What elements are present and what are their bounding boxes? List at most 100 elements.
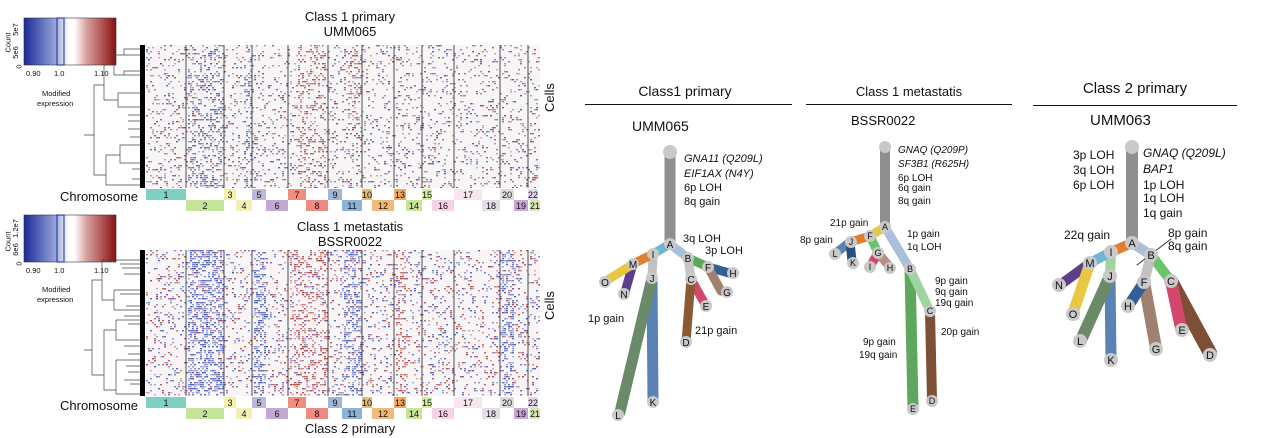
tree2-node-k-label: K (850, 258, 856, 268)
tree1-node-d (680, 336, 692, 348)
chromosome-label: 12 (378, 409, 388, 419)
chromosome-segment (432, 200, 454, 211)
tree3-node-b-label: B (1147, 250, 1154, 262)
panel1-cells-label: Cells (542, 83, 557, 112)
chromosome-segment (266, 200, 288, 211)
tree3-root-label-4: 1q LOH (1143, 191, 1184, 205)
tree1-branch-label-4: 21p gain (695, 325, 737, 337)
panel1-dendrogram (84, 48, 140, 186)
tree2-node-a (879, 221, 891, 233)
panel1-colorbar-ytick-bottom: 0 (14, 64, 24, 69)
tree2-node-c (924, 305, 936, 317)
tree3-node-j (1103, 269, 1117, 283)
tree1-root-node (663, 145, 677, 159)
tree1-node-l-label: L (615, 411, 621, 422)
tree2-branch-label-5: 9p gain (935, 276, 968, 287)
tree1-node-f-label: F (705, 263, 711, 274)
tree2-node-l (829, 248, 841, 260)
chromosome-label: 6 (274, 201, 279, 211)
panel2-title: Class 1 metastatis BSSR0022 (220, 219, 480, 249)
tree1-root-label-2: EIF1AX (N4Y) (684, 168, 754, 180)
chromosome-label: 8 (314, 201, 319, 211)
chromosome-label: 21 (530, 201, 540, 211)
tree1-node-h (727, 267, 739, 279)
tree1-node-j (646, 272, 658, 284)
tree1-title: Class1 primary (638, 83, 732, 99)
panel1-colorbar-xlabel-1: Modified (42, 89, 71, 98)
tree2-node-g (872, 247, 884, 259)
chromosome-segment (406, 200, 422, 211)
panel2-footer: Class 2 primary (304, 421, 396, 436)
panel2-colorbar-xtick-low: 0.90 (26, 266, 41, 275)
chromosome-segment (454, 397, 482, 408)
tree2-branch-label-1: 21p gain (830, 218, 868, 229)
chromosome-segment (500, 397, 514, 408)
tree2-node-h (884, 262, 896, 274)
chromosome-segment (236, 200, 252, 211)
tree2-root-label-1: GNAQ (Q209P) (898, 145, 968, 156)
tree2-branch-label-3: 1p gain (907, 229, 940, 240)
tree2-node-j-label: J (849, 237, 854, 247)
tree3-node-l (1073, 334, 1087, 348)
tree1-node-k-label: K (650, 398, 657, 409)
tree1-node-o-label: O (601, 278, 609, 289)
chromosome-label: 13 (395, 190, 405, 200)
tree3-node-a (1125, 236, 1139, 250)
chromosome-segment (328, 189, 342, 200)
chromosome-label: 17 (463, 190, 473, 200)
tree2-edge-c-d (925, 306, 937, 405)
tree1-node-n (618, 288, 630, 300)
chromosome-label: 2 (202, 409, 207, 419)
tree1-title-rule (585, 104, 792, 105)
tree1-branch-label-1: 3q LOH (683, 233, 721, 245)
tree2-title-rule (806, 104, 1012, 105)
tree3-root-node (1125, 140, 1139, 154)
tree2-branch-label-9: 9p gain (863, 337, 896, 348)
tree1-diagram: A B C D E F G H I J K L M N O GNA11 (Q20… (588, 145, 763, 422)
tree3-left-label-3: 6p LOH (1073, 178, 1114, 192)
chromosome-segment (288, 189, 306, 200)
chromosome-segment (146, 397, 186, 408)
tree2-branch-label-2: 8p gain (800, 235, 833, 246)
tree1-node-i-label: I (652, 250, 655, 261)
tree2-node-h-label: H (887, 263, 894, 273)
tree2-node-d-label: D (929, 396, 936, 406)
tree3-node-d (1203, 348, 1217, 362)
chromosome-label: 21 (530, 409, 540, 419)
tree2-sample: BSSR0022 (851, 113, 916, 128)
chromosome-label: 20 (502, 398, 512, 408)
tree3-node-i (1104, 245, 1118, 259)
tree3-node-f (1137, 275, 1151, 289)
chromosome-segment (514, 408, 528, 419)
tree2-node-f (864, 230, 876, 242)
tree2-edge-b-c (905, 264, 935, 316)
tree1-node-a-label: A (667, 240, 674, 251)
chromosome-segment (406, 408, 422, 419)
tree1-root-label-4: 8q gain (684, 196, 720, 208)
chromosome-label: 11 (347, 201, 356, 211)
chromosome-segment (528, 189, 538, 200)
tree2-title: Class 1 metastatis (855, 84, 963, 99)
chromosome-segment (236, 408, 252, 419)
chromosome-label: 14 (409, 201, 419, 211)
tree3-root-label-3: 1p LOH (1143, 178, 1184, 192)
chromosome-segment (328, 397, 342, 408)
panel1-colorbar-xlabel-2: expression (37, 99, 74, 108)
tree1-sample: UMM065 (632, 118, 689, 134)
tree1-branch-label-2: 3p LOH (705, 245, 743, 257)
chromosome-label: 15 (422, 190, 432, 200)
tree2-root-node (879, 141, 891, 153)
panel2-colorbar-xlabel-1: Modified (42, 285, 71, 294)
tree3-node-i-label: I (1109, 247, 1112, 259)
chromosome-label: 4 (241, 201, 246, 211)
chromosome-label: 13 (395, 398, 405, 408)
chromosome-label: 4 (241, 409, 246, 419)
chromosome-label: 10 (362, 398, 372, 408)
tree3-node-n (1052, 278, 1066, 292)
panel2-title-line2: BSSR0022 (317, 234, 383, 249)
tree2-edge-a-b (880, 222, 915, 274)
chromosome-label: 5 (256, 398, 261, 408)
panel2-dendrogram (84, 259, 140, 395)
chromosome-segment (306, 200, 328, 211)
tree3-edge-f-g (1138, 276, 1162, 354)
